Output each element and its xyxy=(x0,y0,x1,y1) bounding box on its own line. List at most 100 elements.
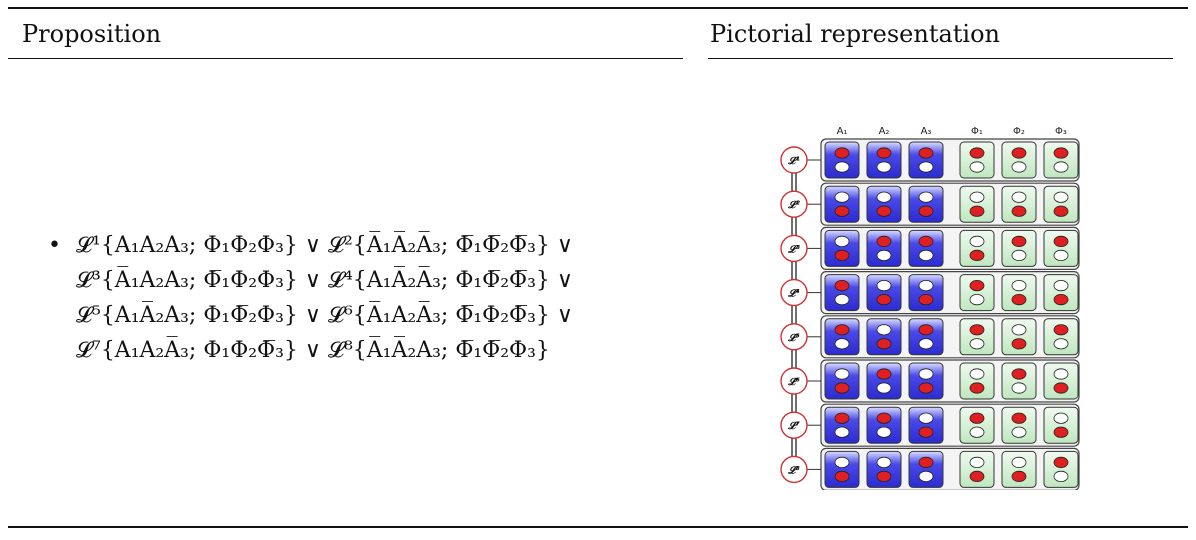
red-dot xyxy=(969,324,985,336)
red-dot xyxy=(876,294,892,306)
table-bottom-rule xyxy=(8,526,1188,528)
white-dot xyxy=(969,426,985,438)
white-dot xyxy=(918,161,934,173)
phi-cell xyxy=(1043,362,1079,400)
row-frame xyxy=(820,182,1080,226)
white-dot xyxy=(834,368,850,380)
column-label: A₂ xyxy=(879,126,890,137)
phi-cell xyxy=(1001,362,1037,400)
red-dot xyxy=(876,338,892,350)
row-frame xyxy=(820,271,1080,315)
white-dot xyxy=(969,456,985,468)
red-dot xyxy=(1011,368,1027,380)
white-dot xyxy=(1053,280,1069,292)
row-label: 𝓛⁸ xyxy=(787,465,800,476)
pictorial-header-rule xyxy=(708,58,1173,59)
white-dot xyxy=(876,161,892,173)
white-dot xyxy=(1011,161,1027,173)
row-label-circle xyxy=(780,367,808,395)
red-dot xyxy=(969,249,985,261)
white-dot xyxy=(1011,191,1027,203)
phi-cell xyxy=(1001,229,1037,267)
white-dot xyxy=(1053,368,1069,380)
red-dot xyxy=(834,382,850,394)
red-dot xyxy=(1053,235,1069,248)
red-dot xyxy=(969,280,985,292)
white-dot xyxy=(1011,249,1027,261)
a-cell xyxy=(824,229,860,267)
a-cell xyxy=(866,229,902,267)
red-dot xyxy=(1011,412,1027,424)
red-dot xyxy=(918,382,934,394)
a-cell xyxy=(908,362,944,400)
state-row: 𝓛⁸ xyxy=(780,447,1080,490)
white-dot xyxy=(834,191,850,203)
a-cell xyxy=(824,185,860,223)
white-dot xyxy=(969,338,985,350)
white-dot xyxy=(1053,338,1069,350)
row-label: 𝓛⁵ xyxy=(787,333,800,344)
red-dot xyxy=(969,205,985,217)
row-frame xyxy=(820,447,1080,490)
pictorial-header: Pictorial representation xyxy=(710,20,1000,48)
a-cell xyxy=(824,406,860,444)
phi-cell xyxy=(959,318,995,356)
phi-cell xyxy=(1043,318,1079,356)
phi-cell xyxy=(1001,274,1037,312)
state-row: 𝓛³ xyxy=(780,226,1080,271)
white-dot xyxy=(918,280,934,292)
proposition-line: 𝓛⁵{A₁A̅₂A₃; Φ₁Φ̅₂Φ₃} ∨ 𝓛⁶{A̅₁A₂A̅₃; Φ̅₁Φ… xyxy=(76,303,573,328)
a-cell xyxy=(908,229,944,267)
white-dot xyxy=(918,470,934,482)
proposition-line: 𝓛⁷{A₁A₂A̅₃; Φ₁Φ₂Φ̅₃} ∨ 𝓛⁸{A̅₁A̅₂A₃; Φ̅₁Φ… xyxy=(76,338,550,363)
column-label: A₁ xyxy=(837,126,848,137)
red-dot xyxy=(834,249,850,261)
white-dot xyxy=(918,338,934,350)
red-dot xyxy=(918,147,934,159)
red-dot xyxy=(969,147,985,159)
row-label-circle xyxy=(780,278,808,307)
row-frame xyxy=(820,359,1080,403)
white-dot xyxy=(918,368,934,380)
red-dot xyxy=(834,324,850,336)
state-row: 𝓛¹ xyxy=(780,138,1080,182)
red-dot xyxy=(876,368,892,380)
white-dot xyxy=(876,426,892,438)
white-dot xyxy=(1053,191,1069,203)
white-dot xyxy=(969,235,985,248)
row-label-circle xyxy=(780,455,808,484)
a-cell xyxy=(866,450,902,488)
phi-cell xyxy=(959,141,995,179)
column-label: Φ₁ xyxy=(971,126,983,137)
red-dot xyxy=(1011,235,1027,248)
state-row: 𝓛² xyxy=(780,182,1080,226)
proposition-line: 𝓛³{A̅₁A₂A₃; Φ̅₁Φ₂Φ₃} ∨ 𝓛⁴{A₁A̅₂A̅₃; Φ₁Φ̅… xyxy=(76,268,573,293)
red-dot xyxy=(918,324,934,336)
red-dot xyxy=(1053,294,1069,306)
red-dot xyxy=(834,412,850,424)
phi-cell xyxy=(959,406,995,444)
state-row: 𝓛⁷ xyxy=(780,403,1080,447)
red-dot xyxy=(834,205,850,217)
white-dot xyxy=(834,426,850,438)
a-cell xyxy=(908,450,944,488)
white-dot xyxy=(1011,456,1027,468)
column-label: A₃ xyxy=(921,126,932,137)
white-dot xyxy=(1053,249,1069,261)
phi-cell xyxy=(959,229,995,267)
white-dot xyxy=(834,338,850,350)
a-cell xyxy=(866,274,902,312)
phi-cell xyxy=(1043,450,1079,488)
white-dot xyxy=(834,161,850,173)
a-cell xyxy=(908,185,944,223)
row-label-circle xyxy=(780,323,808,351)
white-dot xyxy=(1053,161,1069,173)
white-dot xyxy=(1011,324,1027,336)
a-cell xyxy=(866,185,902,223)
a-cell xyxy=(908,274,944,312)
red-dot xyxy=(1011,205,1027,217)
phi-cell xyxy=(959,362,995,400)
white-dot xyxy=(876,191,892,203)
red-dot xyxy=(876,235,892,248)
row-frame xyxy=(820,403,1080,447)
